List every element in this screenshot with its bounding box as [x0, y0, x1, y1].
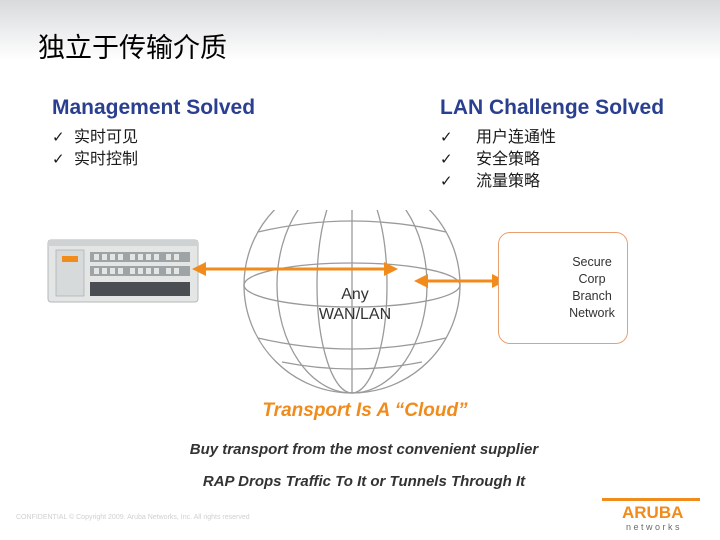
list-item-label: 安全策略: [476, 149, 541, 168]
list-item: ✓ 安全策略: [440, 148, 556, 170]
tagline: Transport Is A “Cloud”: [262, 400, 468, 421]
branch-label-line: Branch: [572, 289, 612, 303]
management-checklist: ✓ 实时可见 ✓ 实时控制: [52, 126, 138, 170]
slide-title: 独立于传输介质: [38, 33, 227, 64]
cloud-label-line: WAN/LAN: [318, 306, 392, 323]
list-item: ✓ 实时控制: [52, 148, 138, 170]
logo-sub-text: networks: [626, 522, 682, 532]
list-item: ✓ 流量策略: [440, 170, 556, 192]
cloud-label: Any WAN/LAN: [300, 285, 410, 325]
list-item-label: 实时控制: [74, 149, 139, 168]
checkmark-icon: ✓: [440, 172, 453, 190]
list-item-label: 用户连通性: [476, 127, 557, 146]
checkmark-icon: ✓: [52, 150, 65, 168]
subline-supplier: Buy transport from the most convenient s…: [189, 441, 539, 458]
logo-brand-text: ARUBA: [622, 503, 683, 522]
subline-tunnel: RAP Drops Traffic To It or Tunnels Throu…: [202, 473, 526, 490]
aruba-logo-icon: ARUBA networks: [602, 498, 700, 532]
branch-network-label: Secure Corp Branch Network: [558, 254, 626, 322]
globe-icon: [243, 210, 461, 394]
controller-device-icon: [47, 239, 199, 303]
list-item: ✓ 实时可见: [52, 126, 138, 148]
list-item: ✓ 用户连通性: [440, 126, 556, 148]
branch-label-line: Secure: [572, 255, 612, 269]
checkmark-icon: ✓: [440, 150, 453, 168]
branch-network-box: [498, 232, 628, 344]
checkmark-icon: ✓: [52, 128, 65, 146]
checkmark-icon: ✓: [440, 128, 453, 146]
list-item-label: 流量策略: [476, 171, 541, 190]
management-heading: Management Solved: [52, 96, 256, 119]
branch-label-line: Corp: [578, 272, 606, 286]
branch-label-line: Network: [569, 306, 615, 320]
lan-challenge-heading: LAN Challenge Solved: [440, 96, 665, 119]
double-arrow-left-icon: [192, 262, 398, 276]
list-item-label: 实时可见: [74, 127, 139, 146]
lan-checklist: ✓ 用户连通性 ✓ 安全策略 ✓ 流量策略: [440, 126, 556, 192]
copyright-text: CONFIDENTIAL © Copyright 2009. Aruba Net…: [16, 514, 250, 521]
cloud-label-line: Any: [341, 286, 369, 303]
